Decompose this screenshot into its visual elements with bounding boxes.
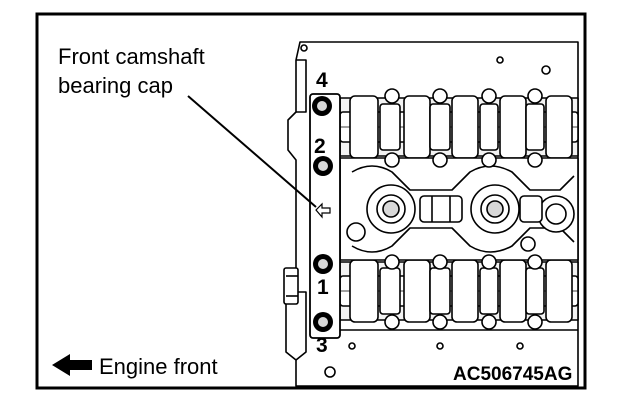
left-arrow-icon [52, 354, 92, 376]
bearing-cap-bolt-4 [312, 96, 332, 116]
bolt-number-4: 4 [316, 69, 328, 92]
figure-code: AC506745AG [453, 364, 572, 385]
bearing-cap-bolt-3 [313, 312, 333, 332]
callout-label-line2: bearing cap [58, 73, 173, 98]
front-camshaft-bearing-cap [309, 93, 341, 339]
cylinder-head-illustration [283, 41, 579, 387]
bolt-number-3: 3 [316, 334, 328, 357]
bolt-number-2: 2 [314, 135, 326, 158]
bearing-cap-bolt-2 [313, 156, 333, 176]
callout-label-line1: Front camshaft [58, 44, 205, 69]
bearing-cap-bolt-1 [313, 254, 333, 274]
engine-front-label: Engine front [99, 354, 218, 379]
bolt-number-1: 1 [317, 276, 329, 299]
callout-leader-line [187, 95, 317, 208]
